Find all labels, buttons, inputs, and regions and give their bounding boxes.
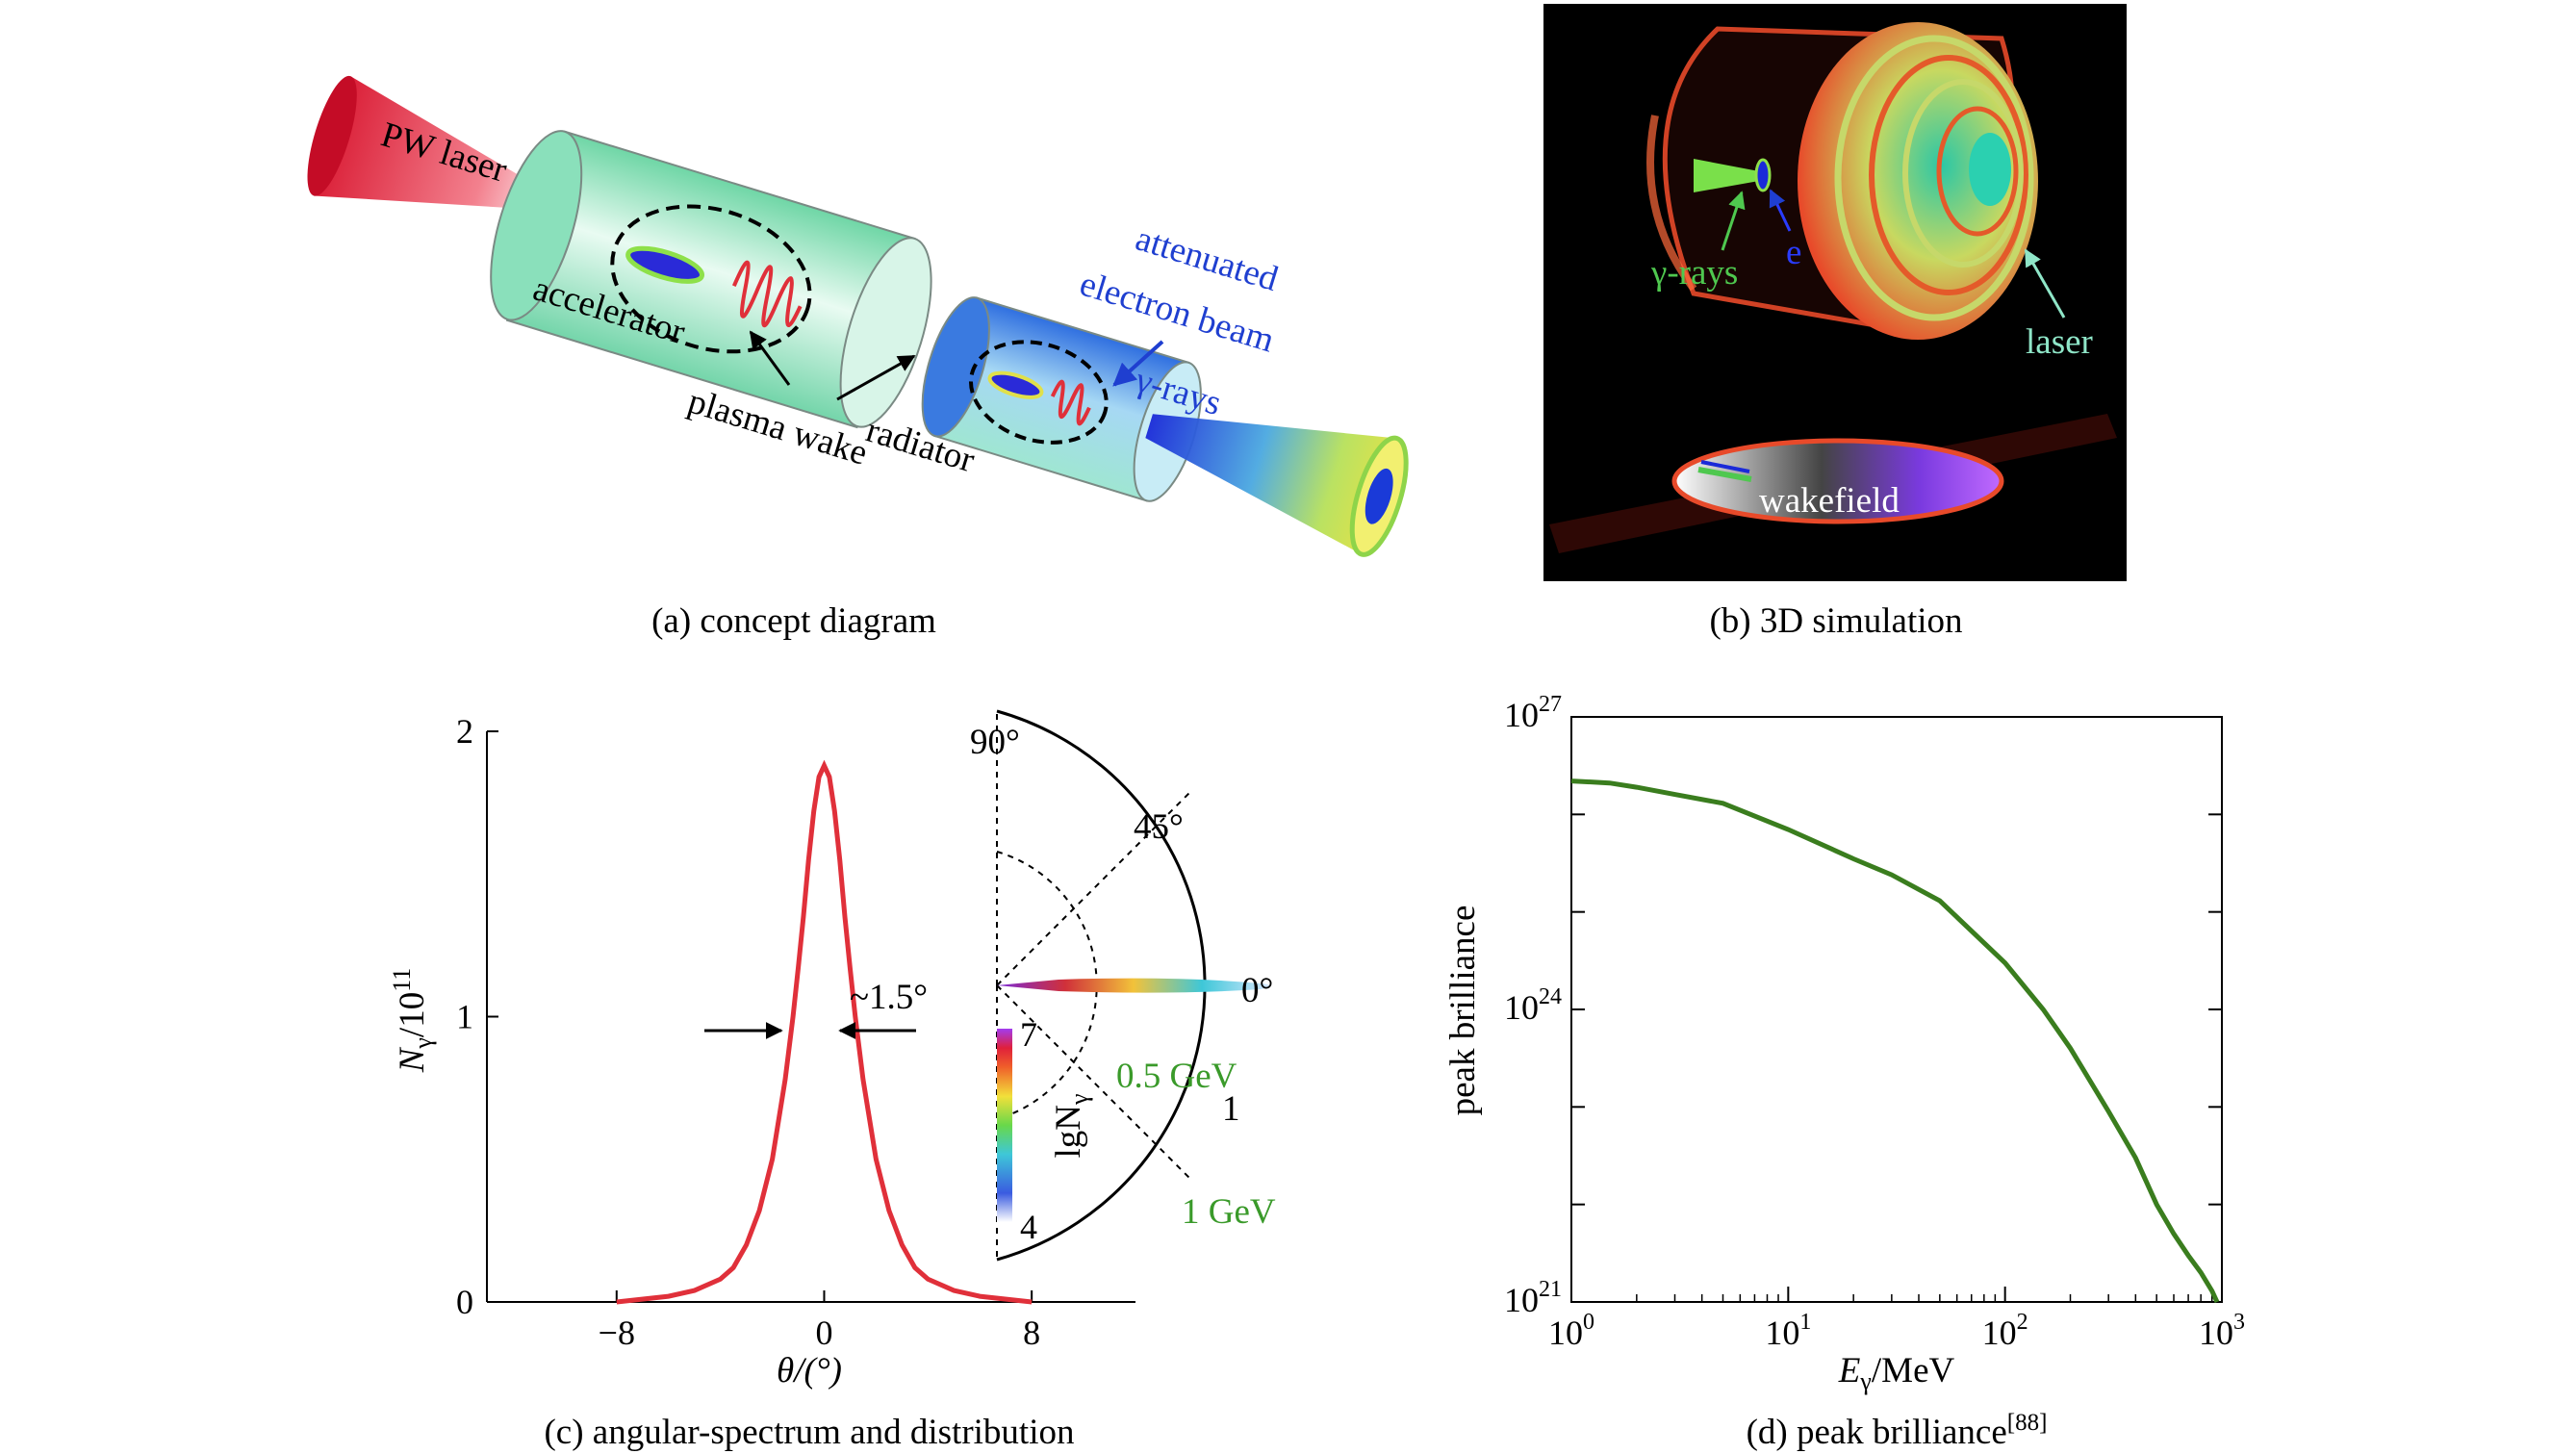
axes-c: 0 1 2 −8 0 8 [456,712,1135,1352]
ytick-label-c: 0 [456,1283,473,1321]
colorbar-min: 4 [1020,1208,1037,1246]
wakefield-slice [1549,414,2117,553]
gamma-jet-b [1694,159,1759,192]
pw-laser-cone [314,76,548,211]
arrow-electron-b [1769,189,1792,232]
panel-a-concept-diagram: PW laser accelerator plasma wake radiato… [307,75,1409,641]
label-wakefield: wakefield [1759,481,1900,521]
ytick-label-d: 1021 [1504,1277,1562,1319]
electron-head [1754,158,1772,192]
gamma-ray-cone [1145,414,1399,555]
colorbar-label: lgNγ [1049,1094,1093,1159]
arrow-plasma-wake-1 [749,330,791,386]
xtick-label-d: 103 [2199,1310,2245,1352]
polar-label-0: 0° [1241,971,1273,1010]
caption-a: (a) concept diagram [651,601,936,641]
plasma-wake-bubble-radiator [968,340,1109,445]
colorbar-max: 7 [1020,1015,1037,1054]
panel-b-3d-simulation: γ-rays e laser wakefield (b) 3D simulati… [1543,4,2127,641]
ytick-label-c: 1 [456,998,473,1036]
laser-cone-mouth [307,75,357,196]
gamma-angular-distribution [997,978,1270,993]
arrow-plasma-wake-2 [836,354,916,401]
caption-d: (d) peak brilliance[88] [1747,1410,2048,1452]
xtick-label-d: 101 [1765,1310,1811,1352]
polar-label-05gev: 0.5 GeV [1116,1057,1237,1096]
ytick-label-d: 1027 [1504,692,1562,734]
plasma-wake-bubble-accelerator [610,204,812,354]
arrow-gamma-b [1721,191,1746,251]
ylabel-c: Nγ/1011 [388,968,437,1074]
fwhm-annotation: ~1.5° [850,978,928,1017]
electron-bunch-radiator [987,370,1044,399]
label-laser-b: laser [2026,322,2093,362]
label-electron: e [1786,233,1801,272]
polar-label-1gev: 1 GeV [1182,1192,1276,1232]
xtick-label-c: −8 [599,1314,635,1352]
laser-pulse-accelerator [731,260,803,328]
polar-label-45: 45° [1134,807,1184,847]
laser-sphere [1798,22,2038,340]
peak-brilliance-curve [1570,778,2220,1304]
angular-spectrum-curve [616,759,1033,1305]
polar-label-90: 90° [970,723,1020,762]
ytick-label-c: 2 [456,712,473,751]
arrow-electron-beam [1112,340,1164,387]
xlabel-d: Eγ/MeV [1838,1351,1955,1395]
xtick-label-d: 100 [1548,1310,1594,1352]
panel-d-peak-brilliance: 1021 1024 1027 100 101 102 103 peak brillianc… [1443,692,2245,1452]
ytick-label-d: 1024 [1504,984,1562,1027]
gamma-cone-core [1365,468,1393,524]
arrow-laser-b [2024,248,2066,319]
polar-inset: 90° 45° 0° 0.5 GeV 1 1 GeV 7 4 lgNγ [970,709,1276,1262]
xtick-label-c: 0 [815,1314,832,1352]
electron-bunch-accelerator [625,245,705,284]
polar-label-1: 1 [1222,1089,1240,1129]
accelerator-cylinder [490,130,932,429]
caption-b: (b) 3D simulation [1709,601,1962,641]
colorbar [997,1029,1012,1222]
xlabel-c: θ/(°) [777,1351,842,1390]
xtick-label-c: 8 [1023,1314,1040,1352]
ylabel-d: peak brilliance [1443,906,1483,1116]
axes-d [1570,716,2223,1303]
caption-c: (c) angular-spectrum and distribution [544,1413,1074,1452]
laser-pulse-radiator [1050,379,1091,426]
label-gamma-rays-b: γ-rays [1650,253,1738,293]
panel-c-angular-spectrum: 0 1 2 −8 0 8 Nγ/1011 θ/(°) ~1.5° (c) angular… [388,709,1276,1452]
xtick-label-d: 102 [1982,1310,2028,1352]
